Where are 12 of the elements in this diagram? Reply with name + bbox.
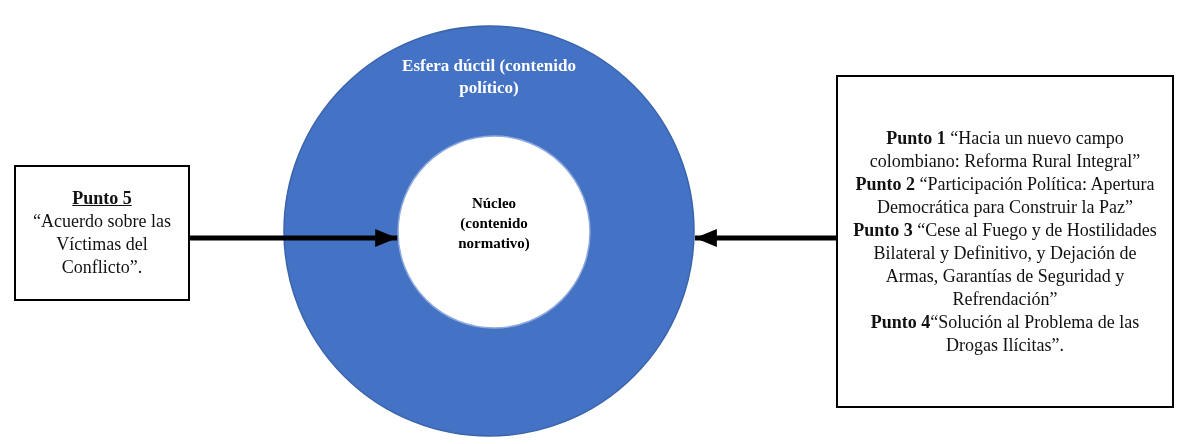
body-text: Punto 4“Solución al Problema de las Drogas Ilícitas”.: [869, 310, 1141, 357]
heading: Punto 5: [72, 187, 132, 210]
text-box: [14, 165, 190, 301]
arrow: [694, 229, 836, 247]
body-text: “Acuerdo sobre las Víctimas del Conflicto”.: [32, 210, 172, 279]
body-text: Punto 2 “Participación Política: Apertura Democrática para Construir la Paz”: [854, 172, 1156, 219]
circle-label: Núcleo (contenido normativo): [457, 194, 531, 253]
body-text: Punto 3 “Cese al Fuego y de Hostilidades Bilateral y Definitivo, y Dejación de Armas, Garantías de Seguridad y Refrendación”: [852, 218, 1158, 311]
arrow: [190, 229, 398, 247]
body-text: Punto 1 “Hacia un nuevo campo colombiano: Reforma Rural Integral”: [868, 126, 1142, 173]
text-box: [836, 75, 1174, 408]
circle-label: Esfera dúctil (contenido político): [401, 55, 577, 99]
